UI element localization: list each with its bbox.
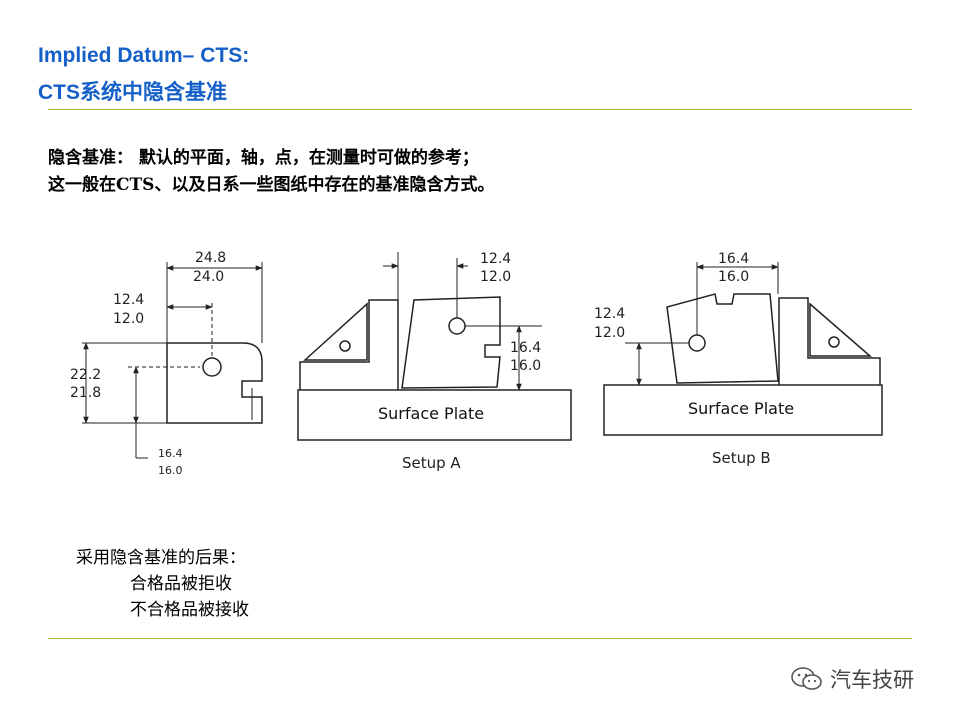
setup-b-part — [666, 293, 779, 384]
setup-b-labels: 16.4 16.0 12.4 12.0 Surface Plate Setup … — [594, 251, 794, 467]
consequences-heading: 采用隐含基准的后果： — [76, 548, 246, 568]
setup-a-dim-right-max: 16.4 — [510, 340, 541, 356]
slide-title-line1: Implied Datum– CTS: — [38, 44, 250, 67]
title-divider — [48, 109, 912, 110]
setup-b-dim-top-max: 16.4 — [718, 251, 749, 267]
part-hole-x-max: 12.4 — [113, 292, 144, 308]
consequence-item-2: 不合格品被接收 — [130, 600, 249, 620]
setup-a-surface-plate — [297, 389, 572, 441]
setup-b-part-hole — [688, 334, 706, 352]
setup-a-plate-label: Surface Plate — [378, 404, 484, 423]
setup-a-dim-top-min: 12.0 — [480, 269, 511, 285]
description-line1: 隐含基准： 默认的平面，轴，点，在测量时可做的参考； — [48, 148, 479, 168]
part-width-max: 24.8 — [195, 250, 226, 266]
setup-b-dim-left-max: 12.4 — [594, 306, 625, 322]
setup-a-angle-plate — [299, 299, 399, 390]
part-hole-x-min: 12.0 — [113, 311, 144, 327]
description-line2: 这一般在CTS、以及日系一些图纸中存在的基准隐含方式。 — [48, 175, 495, 195]
setup-a-support-bracket — [303, 302, 368, 361]
part-dimension-labels: 24.8 24.0 12.4 12.0 22.2 21.8 16.4 16.0 — [70, 250, 226, 477]
footer-divider — [48, 638, 912, 639]
wechat-icon — [791, 667, 822, 690]
setup-a-part — [401, 296, 501, 389]
slide-title-line2: CTS系统中隐含基准 — [38, 81, 227, 104]
part-hole — [202, 357, 222, 377]
setup-b-angle-plate — [778, 297, 881, 385]
part-width-min: 24.0 — [193, 269, 224, 285]
setup-b-surface-plate — [603, 384, 883, 436]
watermark-text: 汽车技研 — [830, 668, 914, 692]
watermark: 汽车技研 — [790, 664, 914, 694]
setup-b — [603, 262, 883, 436]
setup-b-plate-label: Surface Plate — [688, 399, 794, 418]
part-outline — [166, 342, 263, 424]
setup-a-dim-top-max: 12.4 — [480, 251, 511, 267]
part-slot-min: 16.0 — [158, 464, 183, 477]
setup-b-support-bracket — [809, 302, 873, 357]
consequence-item-1: 合格品被拒收 — [130, 574, 232, 594]
setup-b-dim-top-min: 16.0 — [718, 269, 749, 285]
part-height-min: 21.8 — [70, 385, 101, 401]
setup-a-labels: 12.4 12.0 16.4 16.0 Surface Plate Setup … — [378, 251, 541, 472]
setup-a-part-hole — [448, 317, 466, 335]
setup-b-dim-left-min: 12.0 — [594, 325, 625, 341]
part-drawing — [82, 262, 263, 459]
setup-b-caption: Setup B — [712, 449, 771, 467]
setup-a-dim-right-min: 16.0 — [510, 358, 541, 374]
part-height-max: 22.2 — [70, 367, 101, 383]
setup-a-caption: Setup A — [402, 454, 461, 472]
part-slot-max: 16.4 — [158, 447, 183, 460]
setup-a — [297, 252, 572, 441]
